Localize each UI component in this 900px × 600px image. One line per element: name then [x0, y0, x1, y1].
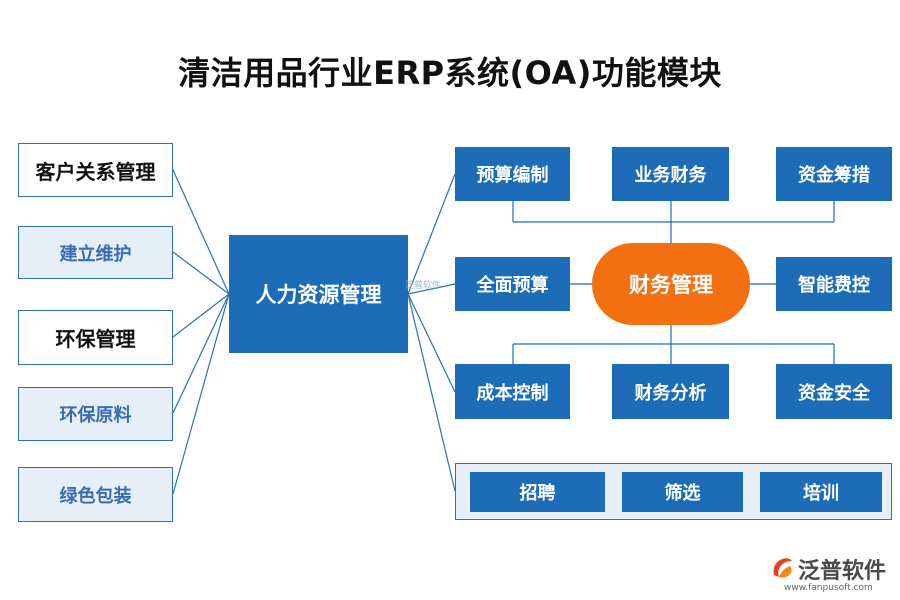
connector-left-4 — [172, 293, 230, 414]
connector-left-3 — [172, 293, 230, 338]
finance-full-budget: 全面预算 — [455, 257, 570, 311]
finance-fundraising: 资金筹措 — [776, 147, 892, 201]
connector-right-mid — [407, 283, 456, 295]
hr-training: 培训 — [760, 472, 882, 512]
finance-fund-security: 资金安全 — [776, 364, 892, 419]
hr-recruiting: 招聘 — [470, 472, 605, 512]
left-item-green-packaging: 绿色包装 — [18, 467, 173, 522]
left-item-eco-materials: 环保原料 — [18, 387, 173, 441]
finance-smart-expense: 智能费控 — [776, 257, 892, 311]
connector-right-top — [407, 173, 456, 295]
logo-url: www.fanpusoft.com — [784, 583, 873, 593]
finance-budget-compile: 预算编制 — [455, 147, 570, 201]
fanpu-logo-icon — [773, 558, 792, 578]
connector-left-1 — [172, 169, 230, 295]
center-hr-management: 人力资源管理 — [229, 235, 408, 353]
connector-right-bottom — [407, 293, 456, 393]
left-item-customer-relations: 客户关系管理 — [18, 143, 173, 197]
fanpu-logo: 泛普软件 www.fanpusoft.com — [770, 553, 895, 597]
connector-left-2 — [172, 251, 230, 295]
diagram-title: 清洁用品行业ERP系统(OA)功能模块 — [178, 54, 722, 92]
logo-name: 泛普软件 — [798, 559, 887, 584]
center-watermark: 泛普软件 — [405, 281, 442, 291]
finance-cost-control: 成本控制 — [455, 364, 570, 419]
left-item-environmental-mgmt: 环保管理 — [18, 310, 173, 365]
connector-right-panel — [407, 293, 456, 492]
finance-analysis: 财务分析 — [612, 364, 729, 419]
hr-screening: 筛选 — [622, 472, 743, 512]
left-item-build-maintain: 建立维护 — [18, 226, 173, 279]
connector-left-5 — [172, 293, 230, 495]
finance-business-finance: 业务财务 — [612, 147, 729, 201]
finance-hub: 财务管理 — [592, 243, 750, 325]
